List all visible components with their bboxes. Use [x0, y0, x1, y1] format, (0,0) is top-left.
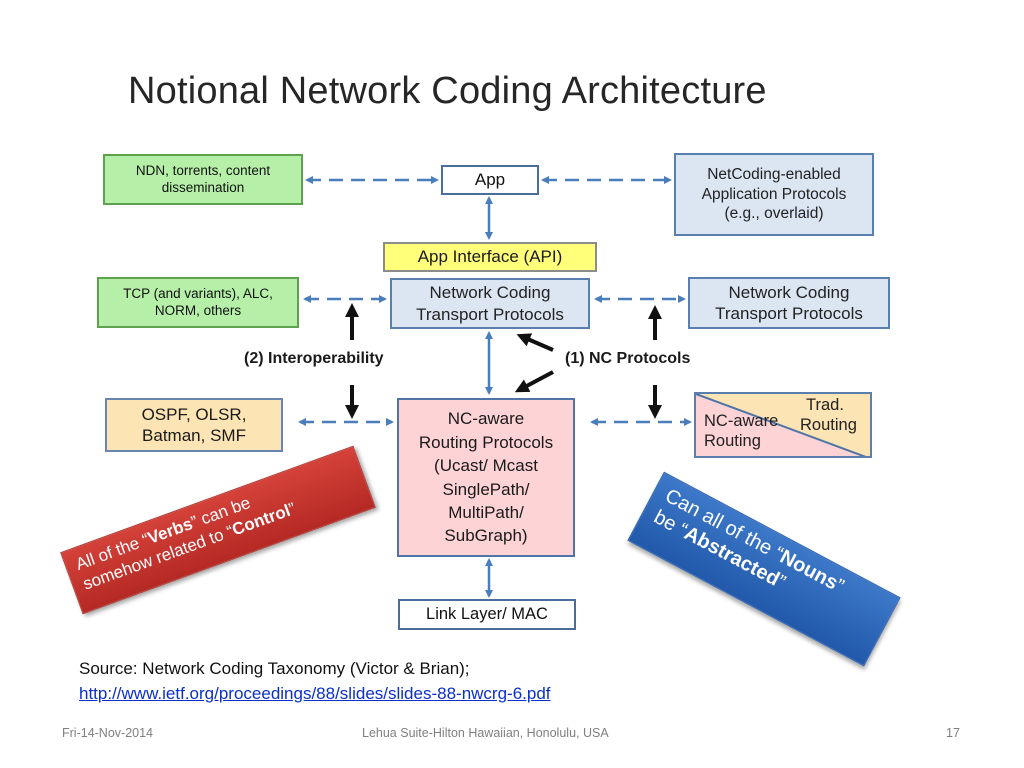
- split-trad-routing-label: Trad.Routing: [800, 396, 857, 434]
- footer-page-number: 17: [946, 726, 960, 740]
- split-background: [696, 394, 870, 456]
- source-text: Source: Network Coding Taxonomy (Victor …: [79, 659, 470, 678]
- arrow-nc-to-routing: [514, 370, 554, 393]
- box-app-interface: App Interface (API): [383, 242, 597, 272]
- box-ospf: OSPF, OLSR,Batman, SMF: [105, 398, 283, 452]
- slide-title: Notional Network Coding Architecture: [128, 70, 767, 112]
- label-interoperability: (2) Interoperability: [244, 350, 384, 367]
- arrow-nc-to-transport: [516, 333, 554, 352]
- box-tcp-variants: TCP (and variants), ALC,NORM, others: [97, 277, 299, 328]
- footer-date: Fri-14-Nov-2014: [62, 726, 154, 740]
- source-link[interactable]: http://www.ietf.org/proceedings/88/slide…: [79, 683, 551, 703]
- footer-venue: Lehua Suite-Hilton Hawaiian, Honolulu, U…: [362, 726, 609, 740]
- box-app: App: [441, 165, 539, 195]
- source-citation: Source: Network Coding Taxonomy (Victor …: [79, 657, 551, 706]
- label-nc-protocols: (1) NC Protocols: [565, 350, 691, 367]
- box-link-layer: Link Layer/ MAC: [398, 599, 576, 630]
